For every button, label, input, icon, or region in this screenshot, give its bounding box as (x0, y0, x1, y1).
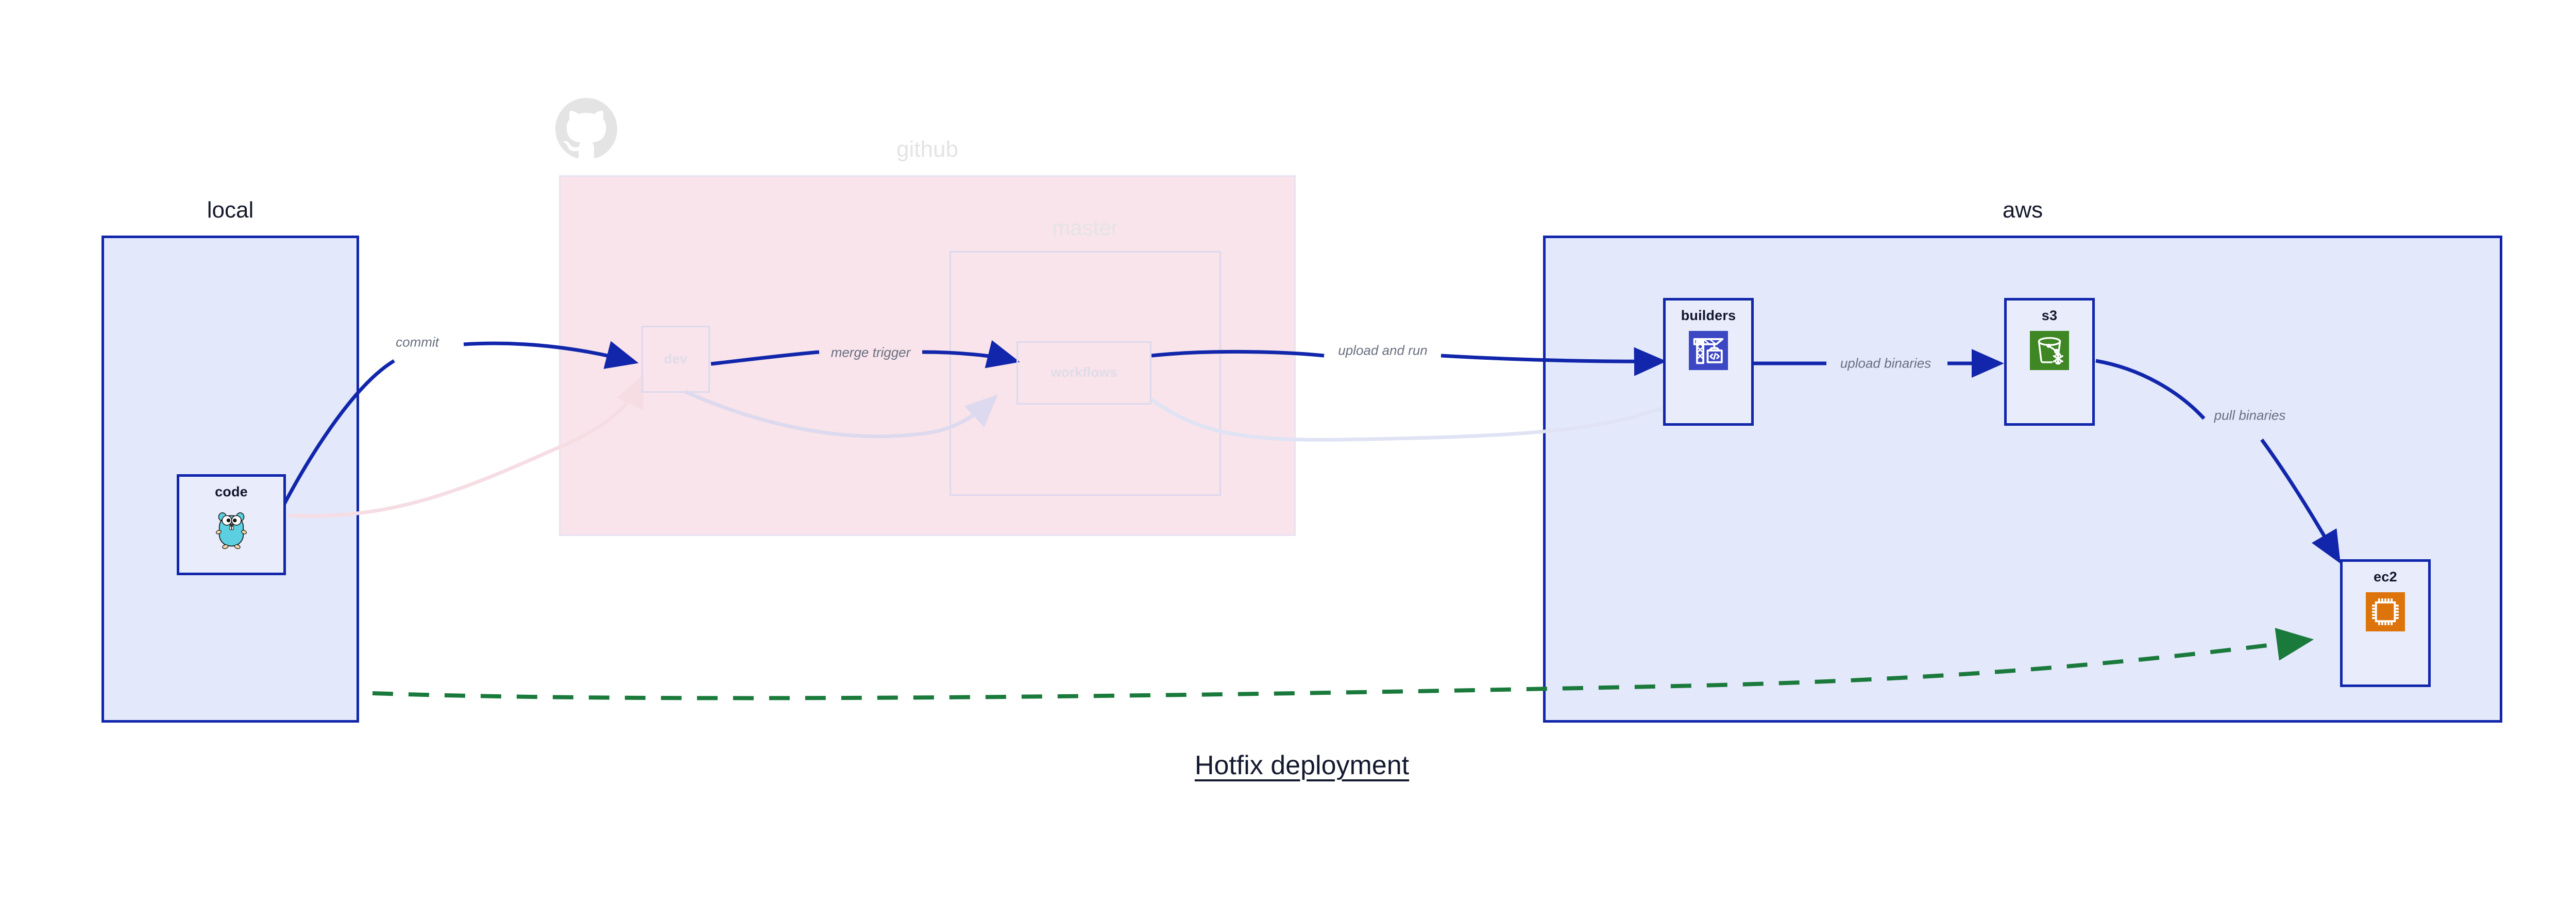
cluster-label-github: github (896, 137, 958, 162)
node-workflows[interactable]: workflows (1016, 341, 1151, 405)
edge-label-merge-trigger: merge trigger (831, 344, 911, 360)
aws-s3-glacier-icon (2030, 331, 2069, 370)
node-dev[interactable]: dev (641, 326, 710, 393)
node-builders-label: builders (1681, 308, 1736, 323)
edge-label-commit: commit (396, 334, 439, 350)
aws-codebuild-icon (1689, 331, 1728, 370)
node-code[interactable]: code (177, 474, 286, 575)
golang-gopher-icon (216, 512, 247, 549)
cluster-master (950, 251, 1221, 496)
edge-label-upload-binaries: upload binaries (1840, 355, 1931, 371)
diagram-title: Hotfix deployment (1194, 750, 1410, 780)
node-dev-label: dev (664, 351, 688, 366)
cluster-label-aws: aws (2002, 197, 2043, 223)
node-s3-label: s3 (2041, 308, 2058, 323)
node-ec2[interactable]: ec2 (2340, 559, 2431, 687)
aws-ec2-icon (2366, 592, 2405, 631)
node-code-label: code (215, 484, 248, 499)
node-builders[interactable]: builders (1663, 298, 1754, 426)
node-workflows-label: workflows (1050, 364, 1117, 380)
cluster-label-local: local (207, 197, 254, 223)
cluster-label-master: master (1052, 215, 1118, 240)
node-s3[interactable]: s3 (2004, 298, 2095, 426)
github-octocat-icon (555, 98, 617, 159)
edge-label-pull-binaries: pull binaries (2214, 407, 2286, 423)
node-ec2-label: ec2 (2374, 569, 2397, 584)
edge-label-upload-and-run: upload and run (1338, 342, 1428, 358)
